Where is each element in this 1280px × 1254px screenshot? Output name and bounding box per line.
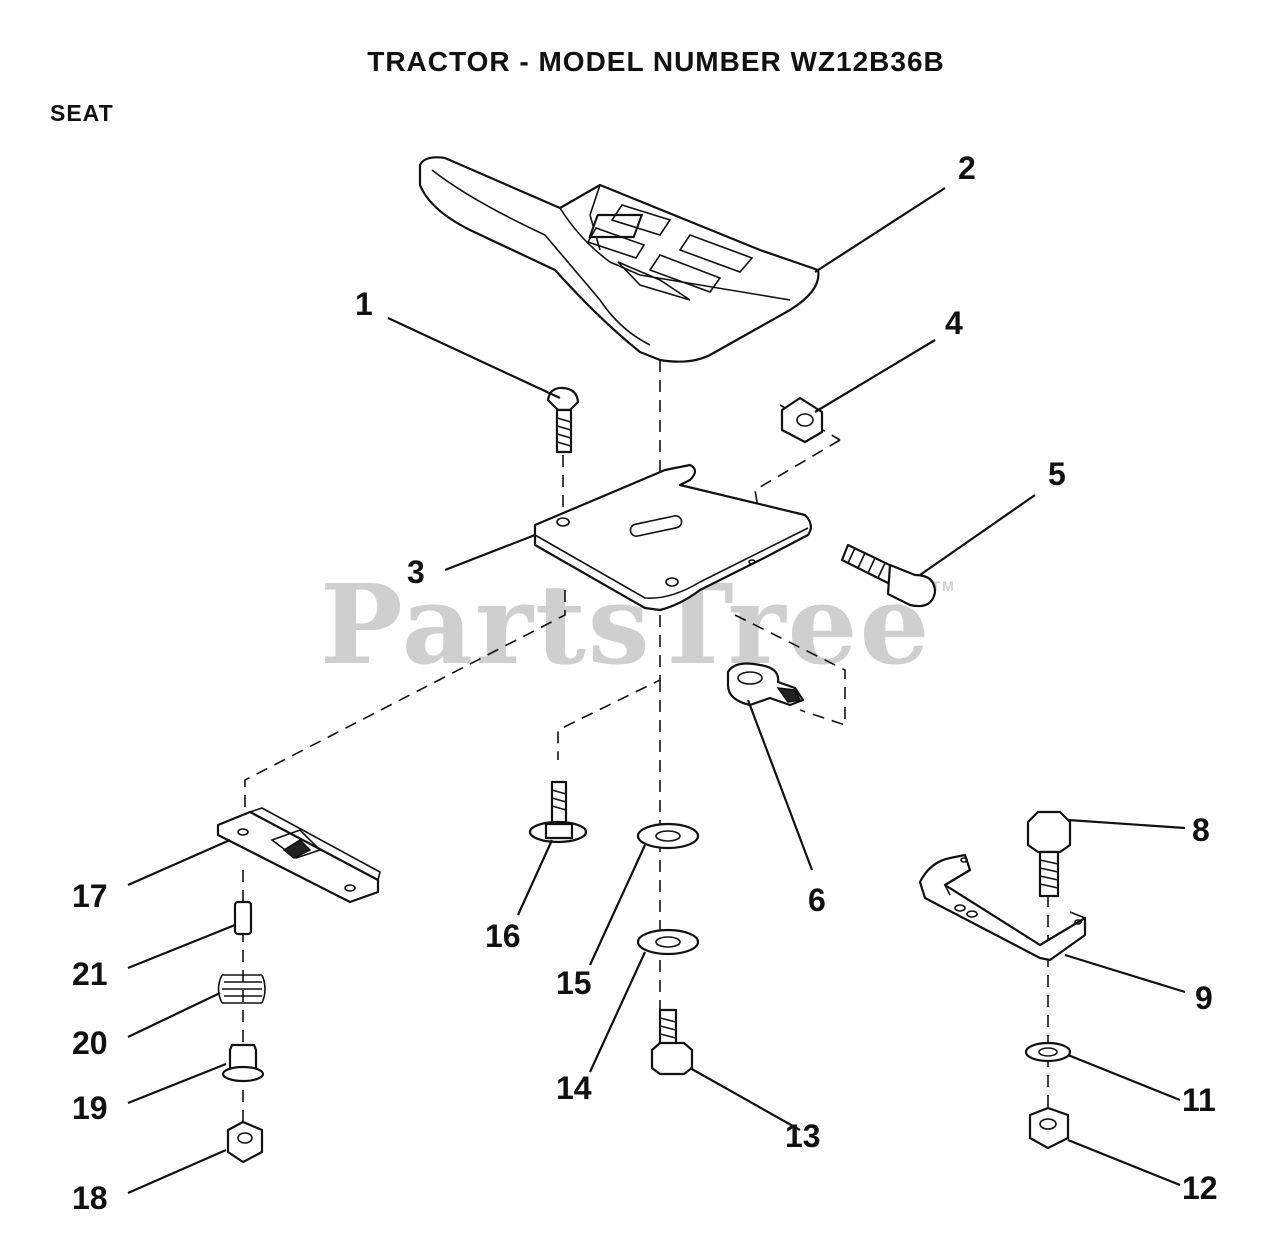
callout-16: 16: [485, 918, 521, 954]
callout-5: 5: [1048, 456, 1066, 492]
callout-15: 15: [556, 965, 592, 1001]
nut-part-4: [780, 396, 824, 444]
flange-screw-part-16: [528, 780, 588, 844]
trademark-mark: TM: [931, 578, 956, 594]
washer-part-14: [636, 928, 700, 956]
callout-12: 12: [1182, 1170, 1218, 1206]
leader-line-4: [814, 339, 936, 413]
carriage-bolt-part-1: [546, 386, 580, 454]
lock-nut-part-12: [1028, 1106, 1070, 1150]
leader-line-16: [516, 839, 554, 916]
hex-bolt-part-8: [1026, 810, 1072, 898]
callout-3: 3: [407, 554, 425, 590]
leader-line-11: [1067, 1053, 1181, 1102]
leader-line-20: [127, 992, 221, 1038]
callout-19: 19: [72, 1090, 108, 1126]
callout-8: 8: [1192, 812, 1210, 848]
leader-line-18: [127, 1148, 227, 1195]
callout-2: 2: [958, 150, 976, 186]
assembly-line-screw-16: [557, 615, 661, 760]
callout-1: 1: [355, 286, 373, 322]
hex-bolt-part-13: [650, 1008, 694, 1076]
leader-line-5: [919, 494, 1036, 576]
callout-17: 17: [72, 878, 108, 914]
flange-nut-part-18: [226, 1120, 264, 1164]
leader-line-17: [127, 838, 231, 887]
leader-line-1: [387, 317, 561, 399]
callout-11: 11: [1182, 1082, 1216, 1118]
pin-part-21: [233, 900, 253, 936]
leader-line-8: [1067, 818, 1186, 830]
callout-20: 20: [72, 1025, 108, 1061]
leader-line-13: [689, 1067, 801, 1131]
latch-part-6: [726, 662, 805, 707]
leader-line-15: [589, 844, 646, 966]
leader-line-2: [814, 187, 946, 273]
callout-21: 21: [72, 956, 108, 992]
shoulder-bolt-part-5: [840, 543, 937, 608]
callout-13: 13: [785, 1118, 821, 1154]
assembly-line-knob-6: [734, 614, 846, 727]
washer-part-15: [636, 822, 700, 850]
page-title: TRACTOR - MODEL NUMBER WZ12B36B: [367, 46, 945, 77]
callout-6: 6: [808, 882, 826, 918]
washer-part-11: [1024, 1041, 1072, 1063]
seat-part-2: [418, 156, 820, 363]
assembly-line-slide: [244, 590, 566, 830]
cap-nut-part-19: [221, 1043, 265, 1083]
leader-line-14: [589, 951, 646, 1073]
callout-14: 14: [556, 1070, 592, 1106]
leader-line-12: [1067, 1138, 1181, 1187]
leader-line-19: [127, 1062, 227, 1105]
callout-18: 18: [72, 1180, 108, 1216]
callout-9: 9: [1195, 980, 1213, 1016]
slide-rail-part-17: [216, 807, 381, 904]
seat-bracket-part-3: [533, 463, 812, 612]
leader-line-3: [444, 533, 536, 572]
section-title: SEAT: [50, 100, 114, 126]
spring-part-20: [217, 974, 266, 1004]
leader-line-9: [1064, 953, 1186, 994]
callout-4: 4: [945, 305, 963, 341]
leader-line-6: [746, 699, 814, 871]
bracket-part-9: [918, 853, 1087, 962]
leader-line-21: [127, 923, 236, 970]
